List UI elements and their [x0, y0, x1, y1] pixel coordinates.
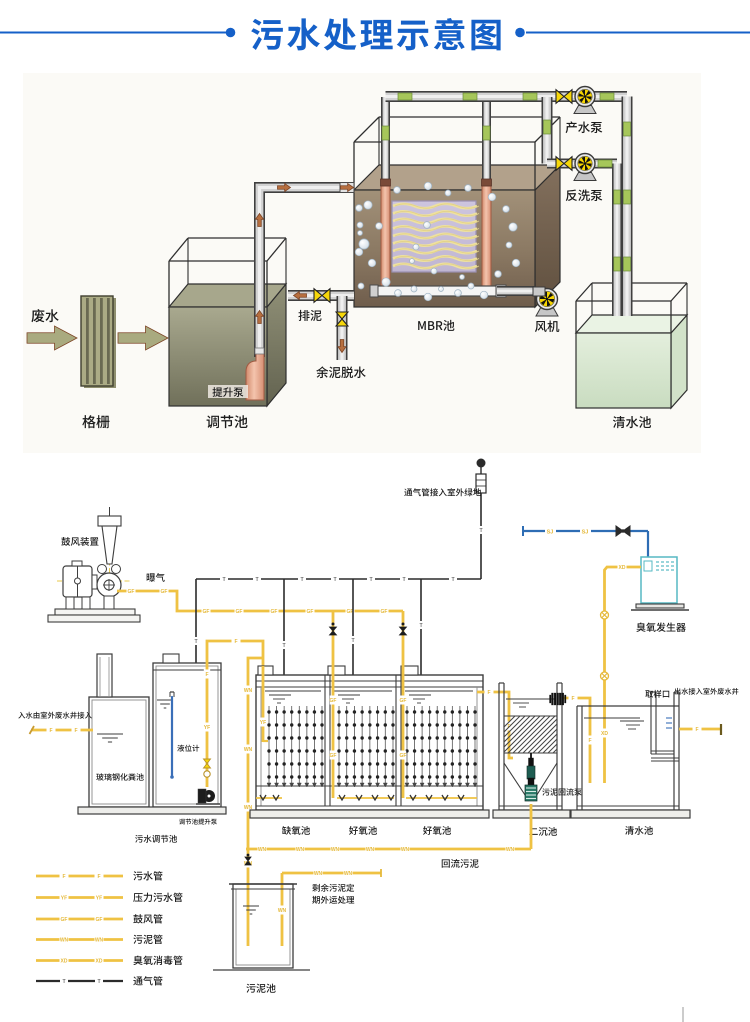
svg-text:WN: WN [244, 688, 253, 694]
svg-text:F: F [62, 874, 65, 880]
svg-text:T: T [194, 639, 198, 645]
svg-text:WN: WN [258, 847, 267, 853]
svg-text:WN: WN [278, 908, 287, 914]
svg-text:SJ: SJ [547, 530, 554, 536]
svg-text:F: F [205, 672, 208, 678]
svg-text:WN: WN [314, 871, 323, 877]
svg-text:WN: WN [366, 847, 375, 853]
svg-text:GF: GF [61, 917, 68, 923]
svg-text:GF: GF [330, 753, 337, 759]
svg-text:GF: GF [161, 589, 168, 595]
svg-text:WN: WN [60, 937, 69, 943]
svg-text:GF: GF [271, 609, 278, 615]
svg-text:F: F [234, 639, 237, 645]
svg-text:T: T [369, 577, 373, 583]
svg-text:T: T [300, 577, 304, 583]
svg-text:GF: GF [96, 917, 103, 923]
svg-text:WN: WN [95, 937, 104, 943]
svg-text:T: T [222, 577, 226, 583]
svg-text:WN: WN [296, 847, 305, 853]
svg-text:T: T [451, 577, 455, 583]
svg-text:T: T [402, 577, 406, 583]
svg-text:WN: WN [506, 847, 515, 853]
svg-text:WN: WN [401, 847, 410, 853]
svg-text:T: T [282, 643, 286, 649]
svg-text:F: F [588, 738, 591, 744]
svg-text:GF: GF [307, 609, 314, 615]
svg-text:GF: GF [330, 698, 337, 704]
svg-text:WN: WN [344, 871, 353, 877]
svg-text:T: T [479, 528, 483, 534]
svg-text:GF: GF [347, 609, 354, 615]
svg-text:XD: XD [96, 958, 103, 964]
svg-text:YF: YF [260, 720, 266, 726]
svg-text:F: F [97, 874, 100, 880]
svg-text:XD: XD [61, 958, 68, 964]
svg-text:GF: GF [203, 609, 210, 615]
svg-text:T: T [97, 979, 101, 985]
svg-text:F: F [74, 728, 77, 734]
svg-text:WN: WN [331, 847, 340, 853]
svg-text:T: T [351, 638, 355, 644]
svg-text:F: F [487, 690, 490, 696]
svg-text:WN: WN [244, 805, 253, 811]
svg-text:WN: WN [244, 747, 253, 753]
svg-text:SJ: SJ [582, 530, 589, 536]
svg-text:GF: GF [381, 609, 388, 615]
svg-text:F: F [49, 728, 52, 734]
svg-text:YF: YF [96, 895, 102, 901]
svg-text:GF: GF [128, 589, 135, 595]
svg-text:T: T [255, 577, 259, 583]
svg-text:XD: XD [601, 731, 608, 737]
svg-text:T: T [62, 979, 66, 985]
svg-text:GF: GF [400, 753, 407, 759]
svg-text:XD: XD [619, 565, 626, 571]
svg-text:T: T [419, 623, 423, 629]
svg-text:GF: GF [236, 609, 243, 615]
svg-text:GF: GF [400, 698, 407, 704]
svg-text:F: F [571, 696, 574, 702]
svg-text:YF: YF [204, 725, 210, 731]
svg-text:T: T [333, 577, 337, 583]
svg-text:YF: YF [61, 895, 67, 901]
svg-text:F: F [695, 727, 698, 733]
